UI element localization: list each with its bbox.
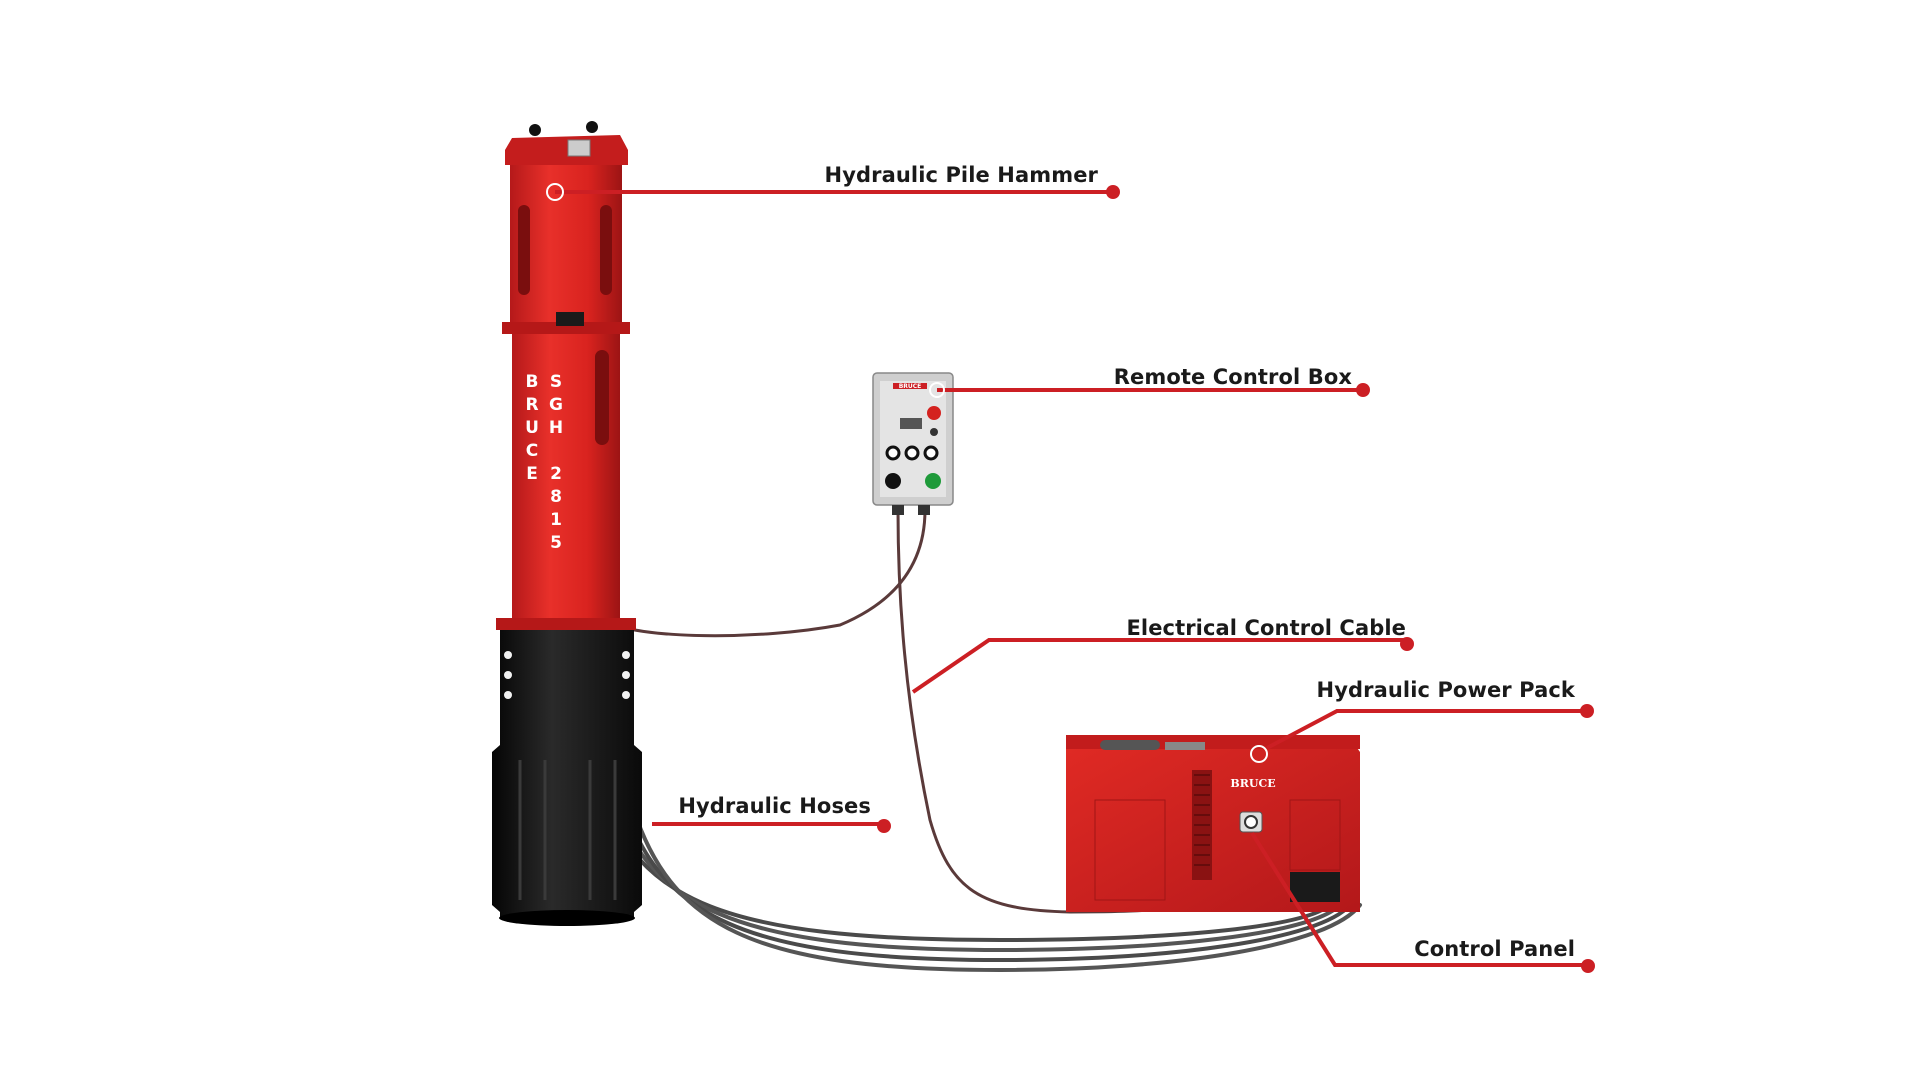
label-hydraulic-pile-hammer: Hydraulic Pile Hammer bbox=[824, 163, 1098, 187]
hammer-model-text: SGH 2815 bbox=[546, 372, 566, 556]
label-control-panel: Control Panel bbox=[1414, 937, 1575, 961]
label-hydraulic-power-pack: Hydraulic Power Pack bbox=[1316, 678, 1575, 702]
anchor-ring-hammer bbox=[546, 183, 564, 201]
callout-anchor-rings bbox=[546, 183, 1268, 763]
hammer-brand-text: BRUCE bbox=[522, 372, 542, 487]
remote-brand-text: BRUCE bbox=[899, 383, 922, 390]
callout-dot-control-panel bbox=[1581, 959, 1595, 973]
callout-line-cable bbox=[911, 638, 1407, 694]
label-remote-control-box: Remote Control Box bbox=[1113, 365, 1352, 389]
label-hydraulic-hoses: Hydraulic Hoses bbox=[678, 794, 871, 818]
power-pack-brand-text: BRUCE bbox=[1230, 777, 1275, 790]
remote-control-box bbox=[872, 372, 954, 515]
callout-dot-remote bbox=[1356, 383, 1370, 397]
label-electrical-control-cable: Electrical Control Cable bbox=[1126, 616, 1406, 640]
hydraulic-pile-hammer bbox=[492, 121, 642, 926]
callout-line-power-pack bbox=[1266, 709, 1583, 750]
callout-dot-power-pack bbox=[1580, 704, 1594, 718]
callout-line-control-panel bbox=[1250, 831, 1588, 967]
hydraulic-power-pack bbox=[1066, 735, 1360, 912]
callout-dot-cable bbox=[1400, 637, 1414, 651]
anchor-ring-remote bbox=[929, 382, 945, 398]
callout-lines bbox=[555, 190, 1588, 967]
callout-dot-hammer bbox=[1106, 185, 1120, 199]
callout-dot-hoses bbox=[877, 819, 891, 833]
callout-dots bbox=[877, 185, 1595, 973]
anchor-ring-power-pack bbox=[1250, 745, 1268, 763]
